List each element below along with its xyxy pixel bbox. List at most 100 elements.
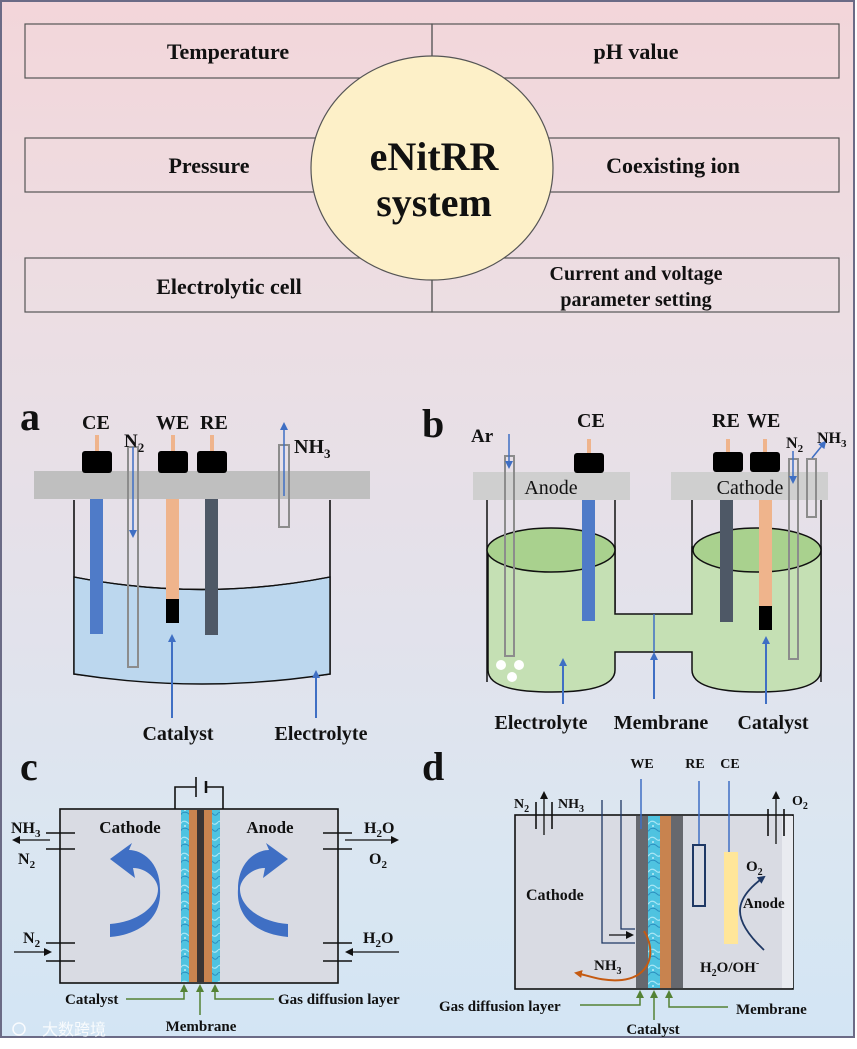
d-catalyst	[648, 816, 660, 988]
we-wire	[171, 435, 175, 451]
d-callout-catalyst: Catalyst	[626, 1022, 679, 1038]
anode-surface	[486, 527, 616, 573]
b-callout-catalyst: Catalyst	[737, 712, 808, 734]
b-ce-electrode	[582, 500, 595, 621]
c-label-n2-out: N2	[18, 851, 36, 871]
b-nh3-tube	[806, 458, 817, 518]
cathode-flow-arrow	[110, 843, 161, 937]
d-gdl-callout-arrow	[580, 990, 644, 1006]
b-label-ce: CE	[577, 410, 605, 432]
catalyst-tip	[166, 599, 179, 623]
callout-electrolyte: Electrolyte	[275, 723, 368, 745]
factor-current-voltage-line2: parameter setting	[560, 289, 711, 311]
bubble	[507, 672, 517, 682]
b-label-re: RE	[712, 410, 740, 432]
b-we-clamp	[750, 452, 780, 472]
catalyst-layer-left	[181, 810, 189, 982]
center-label-line2: system	[376, 180, 492, 225]
nh3-product-arrow	[574, 930, 652, 982]
d-anode-edge	[782, 816, 793, 988]
d-label-o2: O2	[792, 794, 808, 812]
anode-lid	[473, 472, 630, 500]
re-electrode	[205, 499, 218, 635]
electrolyte	[73, 576, 331, 685]
b-label-we: WE	[747, 410, 780, 432]
d-backing	[671, 816, 683, 988]
ce-electrode	[724, 852, 738, 944]
label-cathode: Cathode	[717, 477, 784, 499]
c-callout-gas-diffusion-layer: Gas diffusion layer	[278, 992, 400, 1008]
gdl-left	[189, 810, 197, 982]
factor-box-ph	[431, 23, 840, 79]
c-gdl-callout-arrow	[211, 984, 274, 1000]
b-label-n2: N2	[786, 435, 804, 455]
panel-b: b Anode Cathode	[422, 401, 847, 734]
c-label-h2o-out: H2O	[364, 820, 394, 840]
left-ports	[46, 832, 75, 962]
factor-ph-value: pH value	[594, 39, 679, 64]
re-wire	[210, 435, 214, 451]
label-we: WE	[156, 412, 189, 434]
callout-catalyst: Catalyst	[142, 723, 213, 745]
panel-a-letter: a	[20, 394, 40, 439]
electrolyte-surface	[73, 576, 331, 591]
right-ports	[323, 832, 352, 962]
bubble	[514, 660, 524, 670]
c-label-n2-in: N2	[23, 930, 41, 950]
panel-a: a CE WE RE N2 NH3 Catalyst Elect	[20, 394, 370, 745]
cell-lid	[34, 471, 370, 499]
center-label-line1: eNitRR	[370, 134, 500, 179]
watermark-text: 大数跨境	[42, 1020, 106, 1039]
label-ce: CE	[82, 412, 110, 434]
catalyst-layer-right	[212, 810, 220, 982]
we-clamp	[158, 451, 188, 473]
enitrr-system-circle	[310, 55, 554, 281]
factor-pressure: Pressure	[168, 153, 249, 178]
watermark-logo-icon	[12, 1022, 26, 1036]
d-callout-membrane: Membrane	[736, 1002, 807, 1018]
label-anode: Anode	[524, 477, 577, 499]
panel-d: d	[422, 744, 808, 1038]
bubble	[496, 660, 506, 670]
anode-flow-arrow	[237, 843, 288, 937]
d-label-cathode: Cathode	[526, 887, 584, 904]
factor-box-current-voltage	[431, 257, 840, 313]
b-label-nh3: NH3	[817, 430, 847, 450]
c-label-h2o-in: H2O	[363, 930, 393, 950]
d-gdl	[636, 816, 648, 988]
factor-electrolytic-cell: Electrolytic cell	[156, 274, 302, 299]
b-re-wire	[726, 439, 730, 452]
ce-clamp	[82, 451, 112, 473]
re-clamp	[197, 451, 227, 473]
d-right-port	[767, 809, 785, 836]
b-we-electrode	[759, 500, 772, 606]
b-callout-electrolyte: Electrolyte	[495, 712, 588, 734]
we-electrode	[166, 499, 179, 599]
d-label-h2o-oh: H2O/OH-	[700, 958, 759, 979]
d-label-o2-inner: O2	[746, 859, 763, 878]
b-re-clamp	[713, 452, 743, 472]
c-callout-membrane: Membrane	[166, 1019, 237, 1035]
c-callout-catalyst: Catalyst	[65, 992, 118, 1008]
c-label-cathode: Cathode	[99, 818, 161, 837]
c-label-anode: Anode	[246, 818, 294, 837]
factor-coexisting-ion: Coexisting ion	[606, 153, 740, 178]
factor-current-voltage-line1: Current and voltage	[550, 263, 723, 285]
label-ar: Ar	[471, 426, 494, 447]
b-ce-wire	[587, 439, 591, 453]
c-label-nh3-out: NH3	[11, 820, 41, 840]
d-membrane-callout-arrow	[665, 990, 728, 1008]
watermark: 大数跨境	[12, 1020, 106, 1039]
d-membrane	[660, 816, 671, 988]
gas-pipes	[601, 800, 635, 944]
power-source-wire	[174, 786, 224, 809]
c-catalyst-callout-arrow	[126, 984, 188, 1000]
re-electrode	[692, 844, 706, 907]
b-callout-membrane: Membrane	[614, 712, 709, 734]
panel-c-letter: c	[20, 744, 38, 789]
d-label-re: RE	[685, 757, 704, 772]
b-catalyst-tip	[759, 606, 772, 630]
b-re-electrode	[720, 500, 733, 622]
